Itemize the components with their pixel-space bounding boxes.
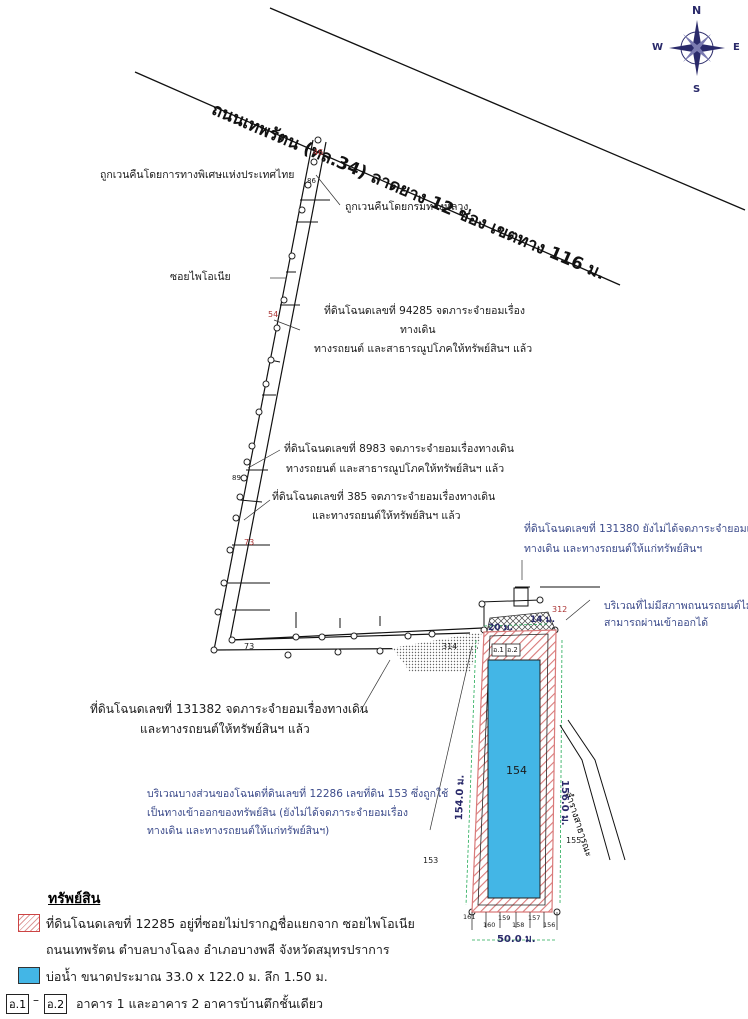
parcel-153: 153	[423, 856, 439, 865]
label-deed-94285-3: ทางรถยนต์ และสาธารณูปโภคให้ทรัพย์สินฯ แล…	[314, 343, 533, 355]
parcel-160: 160	[483, 921, 496, 929]
compass-rose	[669, 20, 725, 76]
legend-land-line1: ที่ดินโฉนดเลขที่ 12285 อยู่ที่ซอยไม่ปราก…	[46, 916, 415, 931]
dimension-lines	[465, 623, 563, 941]
legend-building-b: อ.2	[44, 994, 68, 1014]
label-deed-131380-1: ที่ดินโฉนดเลขที่ 131380 ยังไม่ได้จดภาระจ…	[524, 523, 748, 535]
building-2	[505, 643, 521, 657]
label-deed-131380-2: ทางเดิน และทางรถยนต์ให้แก่ทรัพย์สินฯ	[524, 543, 703, 555]
dim-top-width: 20 ม.	[488, 623, 514, 633]
parcel-312: 312	[552, 605, 568, 614]
dim-left-side: 154.0 ม.	[453, 774, 467, 821]
parcel-154: 154	[506, 764, 527, 777]
parcel-314: 314	[442, 642, 458, 651]
parcel-46: 46	[313, 148, 324, 157]
dim-bottom-width: 50.0 ม.	[497, 934, 536, 945]
building-1-label: อ.1	[493, 646, 504, 654]
parcel-54: 54	[268, 310, 279, 319]
label-deed-385-1: ที่ดินโฉนดเลขที่ 385 จดภาระจำยอมเรื่องทา…	[272, 491, 496, 503]
highway	[134, 7, 746, 286]
legend-building-sep: –	[33, 993, 39, 1007]
label-soi-name: ซอยไพโอเนีย	[170, 271, 231, 283]
label-expropriated-highway: ถูกเวนคืนโดยกรมทางหลวง	[345, 201, 469, 213]
canal	[559, 719, 626, 861]
label-expropriated-special: ถูกเวนคืนโดยการทางพิเศษแห่งประเทศไทย	[100, 169, 295, 181]
parcel-156: 156	[543, 921, 556, 929]
access-area	[392, 632, 482, 672]
legend-building-a: อ.1	[6, 994, 30, 1014]
label-no-car-2: สามารถผ่านเข้าออกได้	[604, 617, 709, 629]
compass-s: S	[693, 84, 701, 95]
parcel-159: 159	[498, 914, 511, 922]
label-deed-131382-2: และทางรถยนต์ให้ทรัพย์สินฯ แล้ว	[140, 722, 310, 736]
parcel-73b: 73	[244, 642, 255, 651]
label-deed-8983-2: ทางรถยนต์ และสาธารณูปโภคให้ทรัพย์สินฯ แล…	[286, 463, 505, 475]
label-deed-94285-2: ทางเดิน	[400, 324, 436, 336]
label-part-12286-1: บริเวณบางส่วนของโฉนดที่ดินเลขที่ 12286 เ…	[147, 788, 449, 800]
dim-top-right: 14 ม.	[530, 615, 556, 625]
bottom-subparcels	[471, 912, 558, 930]
parcel-73: 73	[244, 538, 255, 547]
legend-land-line2: ถนนเทพรัตน ตำบลบางโฉลง อำเภอบางพลี จังหว…	[46, 942, 390, 957]
label-part-12286-3: ทางเดิน และทางรถยนต์ให้แก่ทรัพย์สินฯ)	[147, 825, 330, 837]
small-parcel	[513, 587, 529, 607]
label-no-car-1: บริเวณที่ไม่มีสภาพถนนรถยนต์ไม่	[604, 600, 748, 612]
parcel-small-2: 89	[232, 474, 241, 482]
label-deed-94285-1: ที่ดินโฉนดเลขที่ 94285 จดภาระจำยอมเรื่อง	[324, 305, 526, 317]
legend-building-desc: อาคาร 1 และอาคาร 2 อาคารบ้านตึกชั้นเดียว	[76, 996, 324, 1011]
parcel-161: 161	[463, 913, 476, 921]
legend-pond-text: บ่อน้ำ ขนาดประมาณ 33.0 x 122.0 ม. ลึก 1.…	[46, 969, 328, 984]
compass-e: E	[733, 42, 740, 53]
parcel-small-1: 86	[307, 177, 316, 185]
leader-lines	[243, 174, 591, 831]
compass-w: W	[652, 42, 664, 53]
legend-pond-swatch	[18, 967, 40, 984]
parcel-157: 157	[528, 914, 541, 922]
parcel-158: 158	[512, 921, 525, 929]
label-deed-131382-1: ที่ดินโฉนดเลขที่ 131382 จดภาระจำยอมเรื่อ…	[90, 702, 369, 716]
dim-right-side: 156.0 ม.	[559, 780, 570, 826]
label-part-12286-2: เป็นทางเข้าออกของทรัพย์สิน (ยังไม่ได้จดภ…	[147, 807, 409, 819]
label-deed-8983-1: ที่ดินโฉนดเลขที่ 8983 จดภาระจำยอมเรื่องท…	[284, 443, 514, 455]
legend-land-swatch	[18, 914, 40, 932]
pond	[487, 659, 541, 899]
parcel-155: 155	[566, 836, 582, 845]
legend-title: ทรัพย์สิน	[48, 891, 101, 907]
building-2-label: อ.2	[507, 646, 518, 654]
compass-n: N	[692, 4, 702, 17]
label-deed-385-2: และทางรถยนต์ให้ทรัพย์สินฯ แล้ว	[312, 510, 461, 522]
side-branches	[225, 199, 600, 668]
